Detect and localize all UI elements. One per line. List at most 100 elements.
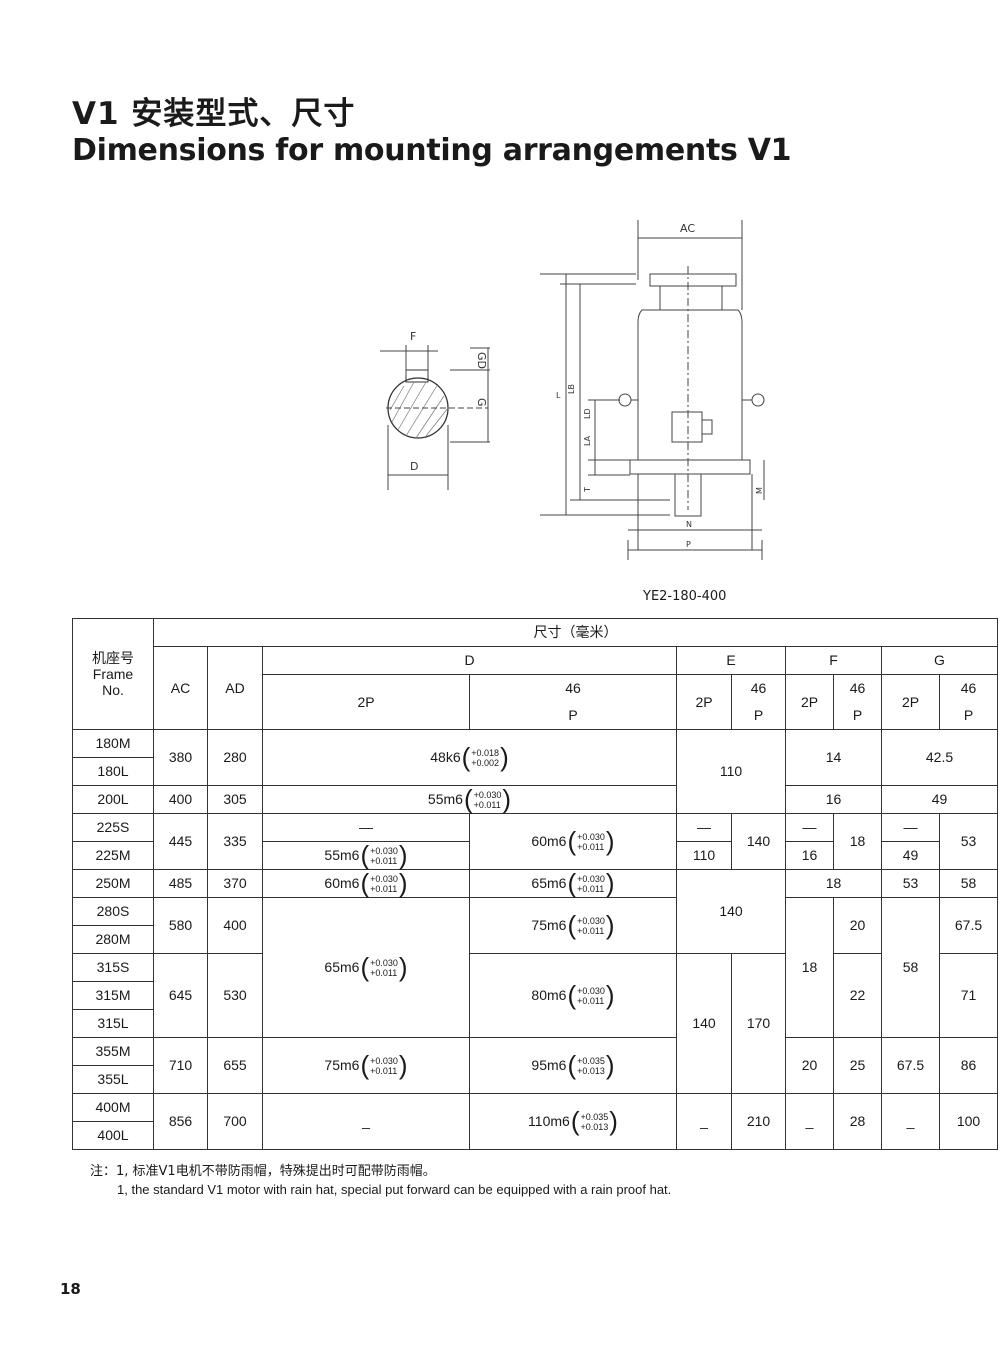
d-46p-cell: 75m6(+0.030+0.011) [469, 897, 677, 954]
header-ad: AD [207, 646, 263, 730]
f-46p-cell: 20 [833, 897, 882, 954]
header-d-p: P [469, 702, 677, 730]
label-ld: LD [583, 408, 592, 419]
ac-cell: 580 [153, 897, 208, 954]
f-46p-cell: 22 [833, 953, 882, 1038]
e-2p-cell: 140 [676, 953, 732, 1094]
d-46p-cell: 80m6(+0.030+0.011) [469, 953, 677, 1038]
f-2p-cell: _ [785, 1093, 834, 1150]
frame-cell: 400L [72, 1121, 154, 1150]
e-2p-cell: — [676, 813, 732, 842]
ac-cell: 400 [153, 785, 208, 814]
g-46p-cell: 67.5 [939, 897, 998, 954]
header-f: F [785, 646, 882, 675]
motor-drawing: F GD G D AC N P L LB LD LA T [380, 220, 765, 560]
ad-cell: 655 [207, 1037, 263, 1094]
ad-cell: 700 [207, 1093, 263, 1150]
d-2p-cell: _ [262, 1093, 470, 1150]
note-english: 1, the standard V1 motor with rain hat, … [117, 1182, 672, 1197]
shaft-section: F GD G D [380, 330, 490, 490]
e-2p-cell: _ [676, 1093, 732, 1150]
g-cell: 49 [881, 785, 998, 814]
table-row: 315M [72, 981, 998, 1010]
header-e-46: 46 [731, 674, 786, 702]
ad-cell: 335 [207, 813, 263, 870]
f-cell: 14 [785, 729, 882, 786]
frame-cell: 355L [72, 1065, 154, 1094]
e-46p-cell: 210 [731, 1093, 786, 1150]
label-lb: LB [567, 384, 576, 394]
label-g: G [475, 398, 488, 407]
e-46p-cell: 140 [731, 813, 786, 870]
g-46p-cell: 86 [939, 1037, 998, 1094]
d-46p-cell: 110m6(+0.035+0.013) [469, 1093, 677, 1150]
page-number: 18 [60, 1280, 81, 1298]
d-cell: 55m6(+0.030+0.011) [262, 785, 677, 814]
label-gd: GD [475, 352, 488, 369]
header-d-46: 46 [469, 674, 677, 702]
d-2p-cell: 60m6(+0.030+0.011) [262, 869, 470, 898]
d-2p-cell: 55m6(+0.030+0.011) [262, 841, 470, 870]
table-row: 315L [72, 1009, 998, 1038]
d-2p-cell: — [262, 813, 470, 842]
vertical-dimensions: L LB LD LA T M [540, 273, 765, 516]
d-cell: 48k6(+0.018+0.002) [262, 729, 677, 786]
ac-cell: 380 [153, 729, 208, 786]
ad-cell: 280 [207, 729, 263, 786]
d-46p-cell: 60m6(+0.030+0.011) [469, 813, 677, 870]
frame-cell: 315M [72, 981, 154, 1010]
d-46p-cell: 65m6(+0.030+0.011) [469, 869, 677, 898]
d-46p-cell: 95m6(+0.035+0.013) [469, 1037, 677, 1094]
ad-cell: 370 [207, 869, 263, 898]
f-2p-cell: 18 [785, 897, 834, 1038]
ac-cell: 485 [153, 869, 208, 898]
g-46p-cell: 58 [939, 869, 998, 898]
ac-cell: 856 [153, 1093, 208, 1150]
table-row: 355M 710 655 75m6(+0.030+0.011) 95m6(+0.… [72, 1037, 998, 1094]
table-row: 200L 400 305 55m6(+0.030+0.011) 16 49 [72, 785, 998, 814]
g-2p-cell: 53 [881, 869, 940, 898]
frame-cell: 180L [72, 757, 154, 786]
header-g-p: P [939, 702, 998, 730]
f-46p-cell: 25 [833, 1037, 882, 1094]
g-2p-cell: — [881, 813, 940, 842]
table-row: 180M 380 280 48k6(+0.018+0.002) 110 14 4… [72, 729, 998, 814]
frame-cell: 180M [72, 729, 154, 758]
header-d-2p: 2P [262, 674, 470, 730]
label-f: F [410, 330, 416, 343]
frame-cell: 225M [72, 841, 154, 870]
label-d: D [410, 460, 418, 473]
header-g-46: 46 [939, 674, 998, 702]
drawing-caption: YE2-180-400 [643, 589, 727, 604]
table-row: 225M 55m6(+0.030+0.011) 110 16 49 [72, 841, 998, 870]
ac-cell: 445 [153, 813, 208, 870]
table-row: 355L [72, 1065, 998, 1094]
header-f-2p: 2P [785, 674, 834, 730]
title-english: Dimensions for mounting arrangements V1 [72, 133, 792, 168]
label-p: P [686, 540, 691, 549]
g-46p-cell: 100 [939, 1093, 998, 1150]
frame-cell: 400M [72, 1093, 154, 1122]
header-ac: AC [153, 646, 208, 730]
f-46p-cell: 18 [833, 813, 882, 870]
d-2p-cell: 65m6(+0.030+0.011) [262, 897, 470, 1038]
f-2p-cell: 20 [785, 1037, 834, 1094]
g-2p-cell: 58 [881, 897, 940, 1038]
e-cell: 110 [676, 729, 786, 814]
title-chinese: V1 安装型式、尺寸 [72, 96, 356, 132]
frame-cell: 280M [72, 925, 154, 954]
header-e-p: P [731, 702, 786, 730]
label-ac: AC [680, 222, 695, 235]
label-t: T [583, 487, 592, 493]
frame-cell: 200L [72, 785, 154, 814]
unit-label: 尺寸（毫米） [153, 618, 998, 647]
note-chinese: 注：1, 标准V1电机不带防雨帽，特殊提出时可配带防雨帽。 [90, 1164, 436, 1179]
g-2p-cell: 67.5 [881, 1037, 940, 1094]
frame-cell: 315S [72, 953, 154, 982]
ad-cell: 400 [207, 897, 263, 954]
header-f-p: P [833, 702, 882, 730]
frame-cell: 355M [72, 1037, 154, 1066]
g-46p-cell: 71 [939, 953, 998, 1038]
